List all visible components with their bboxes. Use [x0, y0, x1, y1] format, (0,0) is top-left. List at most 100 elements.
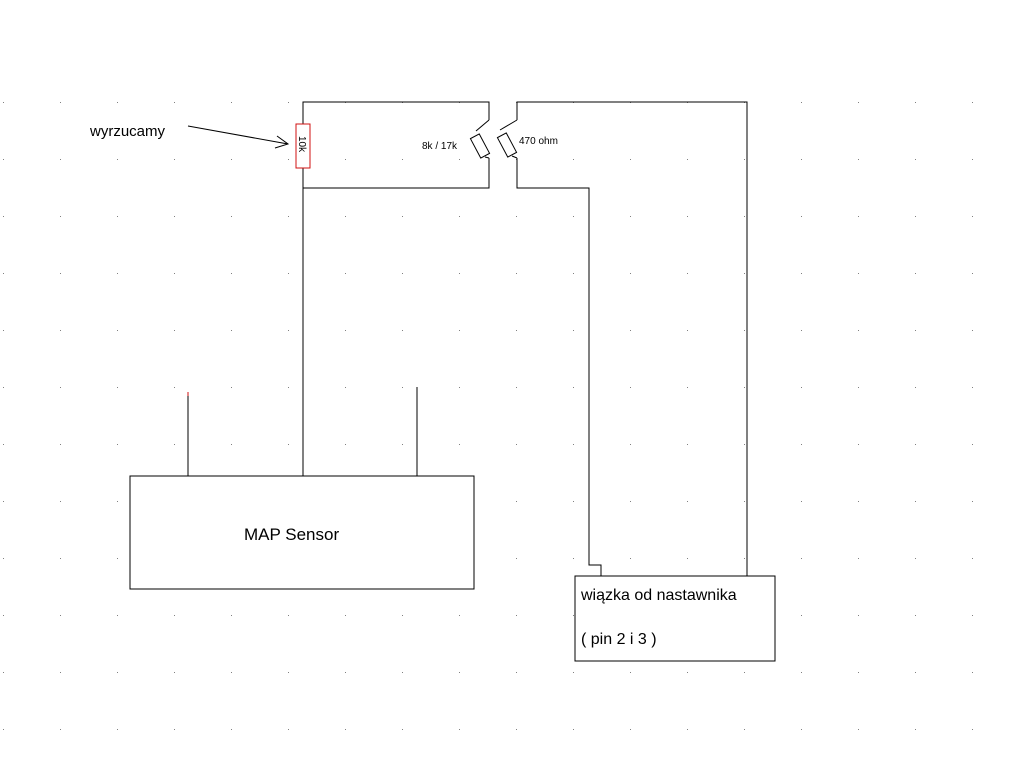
grid-dot	[231, 729, 232, 730]
grid-dot	[573, 216, 574, 217]
grid-dot	[117, 216, 118, 217]
grid-dot	[345, 729, 346, 730]
grid-dot	[858, 558, 859, 559]
grid-dot	[744, 672, 745, 673]
grid-dot	[972, 729, 973, 730]
grid-dot	[231, 102, 232, 103]
grid-dot	[60, 672, 61, 673]
resistor-8k-lead-bottom	[484, 156, 490, 159]
grid-dot	[630, 558, 631, 559]
grid-dot	[402, 615, 403, 616]
grid-dot	[174, 444, 175, 445]
grid-dot	[915, 102, 916, 103]
grid-dot	[345, 330, 346, 331]
grid-dot	[744, 729, 745, 730]
grid-dot	[459, 216, 460, 217]
resistor-470-body	[496, 132, 518, 158]
grid-dot	[630, 501, 631, 502]
grid-dot	[402, 216, 403, 217]
grid-dot	[744, 273, 745, 274]
grid-dot	[3, 330, 4, 331]
grid-dot	[630, 672, 631, 673]
grid-dot	[345, 444, 346, 445]
grid-dot	[858, 102, 859, 103]
grid-dot	[402, 444, 403, 445]
grid-dot	[687, 273, 688, 274]
resistor-470: 470 ohm	[496, 119, 558, 159]
grid-dot	[174, 273, 175, 274]
grid-dot	[117, 615, 118, 616]
grid-dot	[174, 159, 175, 160]
grid-dot	[231, 444, 232, 445]
grid-dot	[801, 273, 802, 274]
grid-dot	[402, 672, 403, 673]
grid-dot	[3, 615, 4, 616]
discard-arrow-shaft	[187, 125, 289, 145]
grid-dot	[3, 501, 4, 502]
grid-dot	[915, 558, 916, 559]
grid-dot	[231, 159, 232, 160]
grid-dot	[972, 444, 973, 445]
grid-dot	[630, 273, 631, 274]
right-loop-top-wire	[516, 101, 748, 576]
grid-dot	[288, 159, 289, 160]
grid-dot	[288, 273, 289, 274]
discard-label: wyrzucamy	[89, 123, 166, 140]
grid-dot	[3, 444, 4, 445]
grid-dot	[630, 387, 631, 388]
grid-dot	[174, 102, 175, 103]
grid-dot	[516, 330, 517, 331]
grid-dot	[687, 159, 688, 160]
grid-dot	[972, 615, 973, 616]
grid-dot	[801, 159, 802, 160]
grid-dot	[117, 729, 118, 730]
grid-dot	[744, 444, 745, 445]
grid-dot	[630, 444, 631, 445]
grid-dot	[516, 387, 517, 388]
grid-dot	[402, 387, 403, 388]
grid-dot	[60, 216, 61, 217]
grid-dot	[60, 558, 61, 559]
right-loop-bottom-wire	[516, 158, 602, 576]
grid-dot	[630, 159, 631, 160]
grid-dot	[972, 330, 973, 331]
grid-dot	[915, 501, 916, 502]
grid-dot	[915, 273, 916, 274]
grid-dot	[174, 330, 175, 331]
grid-dot	[516, 729, 517, 730]
harness-block: wiązka od nastawnika ( pin 2 i 3 )	[574, 575, 776, 662]
grid-dot	[858, 672, 859, 673]
grid-dot	[915, 159, 916, 160]
resistor-10k-body	[295, 123, 311, 169]
grid-dot	[573, 330, 574, 331]
grid-dot	[60, 102, 61, 103]
left-loop-wire	[302, 101, 490, 124]
grid-dot	[687, 729, 688, 730]
grid-dot	[573, 615, 574, 616]
background-dot-grid	[3, 102, 973, 730]
grid-dot	[573, 501, 574, 502]
grid-dot	[3, 102, 4, 103]
grid-dot	[288, 729, 289, 730]
grid-dot	[972, 558, 973, 559]
grid-dot	[972, 273, 973, 274]
grid-dot	[687, 501, 688, 502]
grid-dot	[972, 159, 973, 160]
grid-dot	[231, 387, 232, 388]
grid-dot	[402, 273, 403, 274]
grid-dot	[801, 216, 802, 217]
grid-dot	[858, 159, 859, 160]
grid-dot	[972, 501, 973, 502]
discard-annotation: wyrzucamy	[89, 123, 290, 149]
grid-dot	[288, 102, 289, 103]
grid-dot	[516, 558, 517, 559]
grid-dot	[174, 672, 175, 673]
grid-dot	[573, 273, 574, 274]
grid-dot	[231, 216, 232, 217]
grid-dot	[630, 330, 631, 331]
grid-dot	[915, 216, 916, 217]
grid-dot	[117, 444, 118, 445]
grid-dot	[345, 273, 346, 274]
grid-dot	[801, 501, 802, 502]
grid-dot	[459, 444, 460, 445]
